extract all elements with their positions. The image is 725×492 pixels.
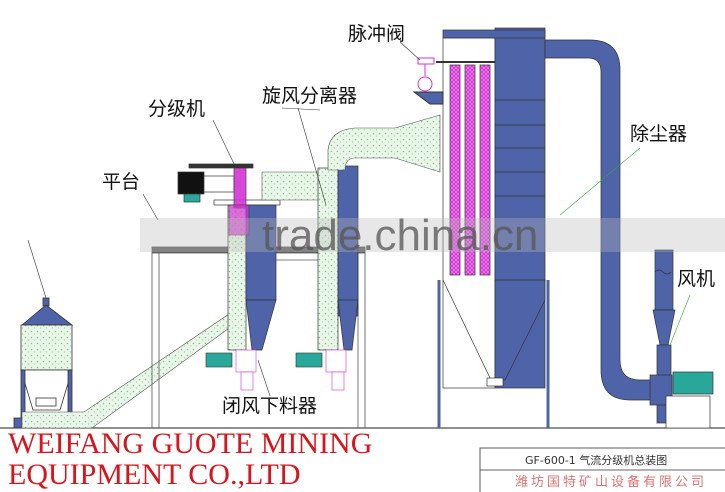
label-platform: 平台 <box>102 171 140 193</box>
classifier <box>177 163 281 351</box>
label-classifier: 分级机 <box>148 98 205 120</box>
pulse-valve <box>412 57 444 105</box>
drawing-title: GF-600-1 气流分级机总装图 <box>525 453 667 467</box>
product-silo <box>13 297 74 429</box>
airlock-feeder-1 <box>205 349 257 391</box>
label-pulse-valve: 脉冲阀 <box>348 23 405 45</box>
site-watermark-band <box>140 218 725 252</box>
label-airlock-feeder: 闭风下料器 <box>222 395 317 417</box>
dust-collector <box>436 27 550 428</box>
duct-to-dust-collector <box>327 114 441 173</box>
site-watermark: trade.china.cn <box>262 211 538 260</box>
label-dust-collector: 除尘器 <box>630 123 687 145</box>
airlock-feeder-2 <box>295 349 347 391</box>
label-fan: 风机 <box>677 268 715 290</box>
fan <box>649 249 714 429</box>
leader-lines <box>27 41 691 397</box>
company-watermark: WEIFANG GUOTE MINING EQUIPMENT CO.,LTD <box>8 427 373 491</box>
title-block: GF-600-1 气流分级机总装图 潍坊国特矿山设备有限公司 <box>479 447 725 492</box>
title-block-company: 潍坊国特矿山设备有限公司 <box>515 474 707 490</box>
label-cyclone-separator: 旋风分离器 <box>262 85 357 107</box>
